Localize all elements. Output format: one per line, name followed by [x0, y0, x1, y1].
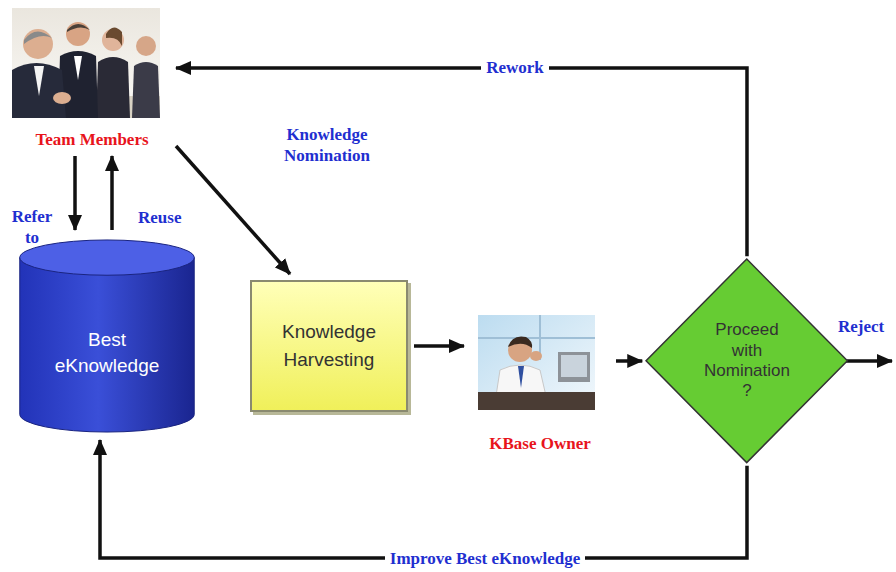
person-hair [24, 31, 52, 44]
outcome-label: Reject [838, 316, 884, 337]
person-hair [508, 336, 532, 348]
screen [561, 355, 587, 377]
kbase-owner-node: KBase Owner [470, 312, 610, 454]
edge-label: Refer to [6, 206, 58, 249]
person-body [96, 57, 130, 118]
flow-arrow [73, 156, 77, 230]
desk [478, 392, 595, 410]
hand [530, 351, 542, 361]
person-body [132, 62, 160, 118]
hand [53, 92, 71, 104]
person-head [23, 29, 53, 59]
shirt [34, 66, 44, 96]
person-body [12, 63, 66, 118]
team-photo [12, 8, 160, 118]
edge-label: Reuse [138, 207, 181, 228]
knowledge-base-cylinder: Best eKnowledge [18, 238, 196, 434]
edge-label: Improve Best eKnowledge [385, 548, 585, 569]
node-text: Proceed with Nomination ? [699, 320, 795, 402]
flow-arrow [414, 344, 464, 348]
team-members-node: Team Members [12, 6, 172, 150]
diamond-fill [646, 259, 847, 463]
role-label: KBase Owner [489, 434, 591, 454]
edge-label: Knowledge Nomination [262, 124, 392, 167]
person-body [496, 365, 546, 396]
flow-arrow [616, 359, 642, 363]
node-text: Best eKnowledge [46, 293, 168, 378]
reject-arrow [842, 359, 892, 363]
monitor [558, 352, 590, 382]
node-text: Knowledge Harvesting [264, 318, 394, 373]
process-box: Knowledge Harvesting [250, 280, 408, 412]
role-label: Team Members [35, 130, 148, 150]
flow-arrow [100, 440, 747, 558]
photo-ground [12, 8, 160, 118]
cylinder-top [20, 240, 194, 275]
person-hair [67, 24, 90, 32]
person-head [136, 36, 156, 56]
decision-diamond: Proceed with Nomination ? [644, 257, 849, 465]
flow-arrow [176, 68, 747, 256]
cylinder-body [20, 258, 194, 432]
window-frame [478, 337, 595, 339]
edge-label: Rework [481, 57, 549, 78]
person-hair [106, 27, 122, 46]
person-head [66, 22, 90, 46]
tie [518, 366, 524, 388]
shirt [74, 56, 82, 80]
photo-ground [478, 315, 595, 410]
kbase-owner-photo [478, 315, 595, 410]
flow-arrow [110, 156, 114, 230]
